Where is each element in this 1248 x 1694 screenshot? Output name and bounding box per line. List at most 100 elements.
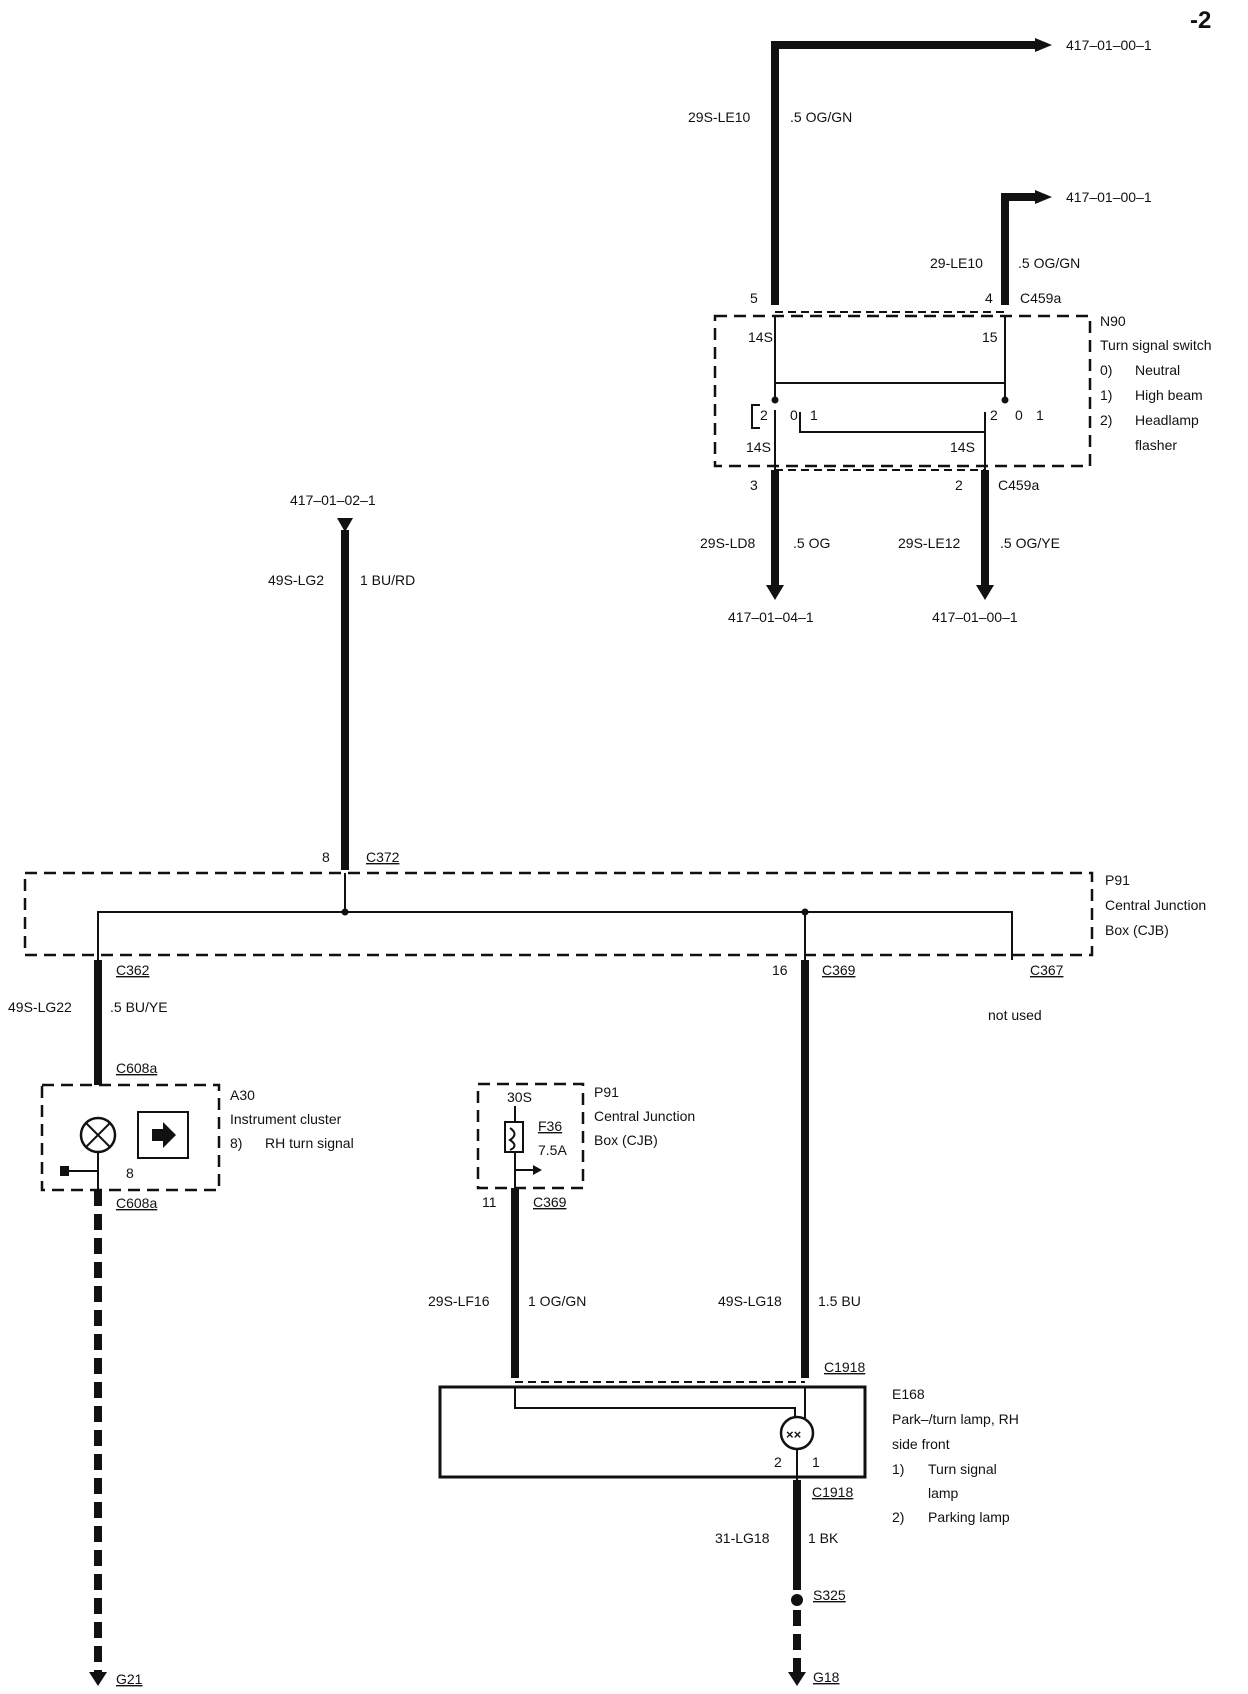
pin-8: 8 — [322, 849, 330, 865]
n90-item-num: 2) — [1100, 412, 1112, 428]
switch-pos-1-right: 1 — [1036, 407, 1044, 423]
connector-c1918-top: C1918 — [824, 1359, 865, 1375]
connector-c459a-top: C459a — [1020, 290, 1061, 306]
fuse-element — [508, 1127, 516, 1151]
wire-label-spec: 1.5 BU — [818, 1293, 861, 1309]
fuse-id: F36 — [538, 1118, 562, 1134]
switch-pos-0-right: 0 — [1015, 407, 1023, 423]
pin-14s: 14S — [748, 329, 773, 345]
wire-label-spec: .5 OG/YE — [1000, 535, 1060, 551]
connector-c367: C367 — [1030, 962, 1064, 978]
contact-dot — [771, 396, 779, 404]
ref-out-right: 417–01–00–1 — [932, 609, 1018, 625]
ground-arrow-icon — [788, 1672, 806, 1686]
arrow-down-icon — [337, 518, 353, 532]
pin-11: 11 — [482, 1194, 497, 1210]
ground-g21: G21 — [116, 1671, 143, 1687]
wire-label-spec: 1 BU/RD — [360, 572, 415, 588]
e168-item-num: 2) — [892, 1509, 904, 1525]
contact-dot — [1001, 396, 1009, 404]
wire-29-le10 — [1001, 193, 1035, 305]
wire-label-id: 29S-LD8 — [700, 535, 755, 551]
pin-16: 16 — [772, 962, 788, 978]
arrow-right-icon — [1035, 190, 1052, 204]
e168-item-num: 1) — [892, 1461, 904, 1477]
turn-arrow-icon — [152, 1122, 176, 1148]
lamp-filament: ×× — [786, 1427, 802, 1442]
wire-label-id: 31-LG18 — [715, 1530, 770, 1546]
pin-2: 2 — [955, 477, 963, 493]
fuse-rating: 7.5A — [538, 1142, 567, 1158]
wire-label-id: 29S-LF16 — [428, 1293, 490, 1309]
wire-label-spec: .5 OG/GN — [1018, 255, 1080, 271]
a30-id: A30 — [230, 1087, 255, 1103]
arrow-down-icon — [766, 585, 784, 600]
connector-c362: C362 — [116, 962, 150, 978]
e168-item-text: Turn signal — [928, 1461, 997, 1477]
wire-label-id: 29-LE10 — [930, 255, 983, 271]
switch-pos-0: 0 — [790, 407, 798, 423]
n90-item-text: flasher — [1135, 437, 1177, 453]
wire-label-spec: .5 OG — [793, 535, 830, 551]
lamp-wire — [514, 1387, 796, 1418]
bulb-cross — [85, 1122, 111, 1148]
p91-fuse-id: P91 — [594, 1084, 619, 1100]
junction-dot — [801, 908, 809, 916]
wire-29s-le10 — [771, 41, 1035, 305]
p91-id: P91 — [1105, 872, 1130, 888]
ref-left-feed: 417–01–02–1 — [290, 492, 376, 508]
a30-name: Instrument cluster — [230, 1111, 342, 1127]
n90-item-text: Neutral — [1135, 362, 1180, 378]
wire-label-id: 49S-LG2 — [268, 572, 324, 588]
connector-c1918-bottom: C1918 — [812, 1484, 853, 1500]
arrow-right-icon — [1035, 38, 1052, 52]
lamp-pin-2: 2 — [774, 1454, 782, 1470]
contact-bracket — [751, 404, 760, 429]
n90-item-num: 1) — [1100, 387, 1112, 403]
ground-tab — [60, 1166, 69, 1176]
arrow-right-icon — [533, 1165, 542, 1175]
a30-item-num: 8) — [230, 1135, 242, 1151]
wire-label-id: 49S-LG22 — [8, 999, 72, 1015]
n90-item-text: Headlamp — [1135, 412, 1199, 428]
cjb-bus — [97, 911, 1013, 960]
pin-15: 15 — [982, 329, 998, 345]
lamp-pin-1: 1 — [812, 1454, 820, 1470]
splice-dot — [791, 1594, 803, 1606]
pin-14s: 14S — [950, 439, 975, 455]
e168-id: E168 — [892, 1386, 925, 1402]
ref-top-right: 417–01–00–1 — [1066, 189, 1152, 205]
connector-c608a-bottom: C608a — [116, 1195, 157, 1211]
pin-4: 4 — [985, 290, 993, 306]
e168-box — [438, 1385, 867, 1479]
switch-pos-1: 1 — [810, 407, 818, 423]
page-marker: -2 — [1190, 7, 1211, 34]
splice-s325: S325 — [813, 1587, 846, 1603]
e168-item-text: lamp — [928, 1485, 959, 1501]
switch-pos-2: 2 — [760, 407, 768, 423]
pin-8-cluster: 8 — [126, 1165, 134, 1181]
connector-c372: C372 — [366, 849, 400, 865]
connector-c369-fuse: C369 — [533, 1194, 567, 1210]
p91-fuse-line2: Box (CJB) — [594, 1132, 658, 1148]
wire-label-id: 29S-LE12 — [898, 535, 960, 551]
ref-out-left: 417–01–04–1 — [728, 609, 814, 625]
p91-line1: Central Junction — [1105, 897, 1206, 913]
n90-id: N90 — [1100, 313, 1126, 329]
pin-14s: 14S — [746, 439, 771, 455]
connector-c608a-top: C608a — [116, 1060, 157, 1076]
connector-c369: C369 — [822, 962, 856, 978]
ground-arrow-icon — [89, 1672, 107, 1686]
not-used-label: not used — [988, 1007, 1042, 1023]
wire-label-spec: .5 OG/GN — [790, 109, 852, 125]
p91-line2: Box (CJB) — [1105, 922, 1169, 938]
switch-pos-2-right: 2 — [990, 407, 998, 423]
arrow-down-icon — [976, 585, 994, 600]
p91-fuse-line1: Central Junction — [594, 1108, 695, 1124]
n90-box — [713, 314, 1092, 468]
n90-name: Turn signal switch — [1100, 337, 1212, 353]
e168-item-text: Parking lamp — [928, 1509, 1010, 1525]
wire-label-spec: 1 BK — [808, 1530, 839, 1546]
connector-c459a-bottom: C459a — [998, 477, 1039, 493]
